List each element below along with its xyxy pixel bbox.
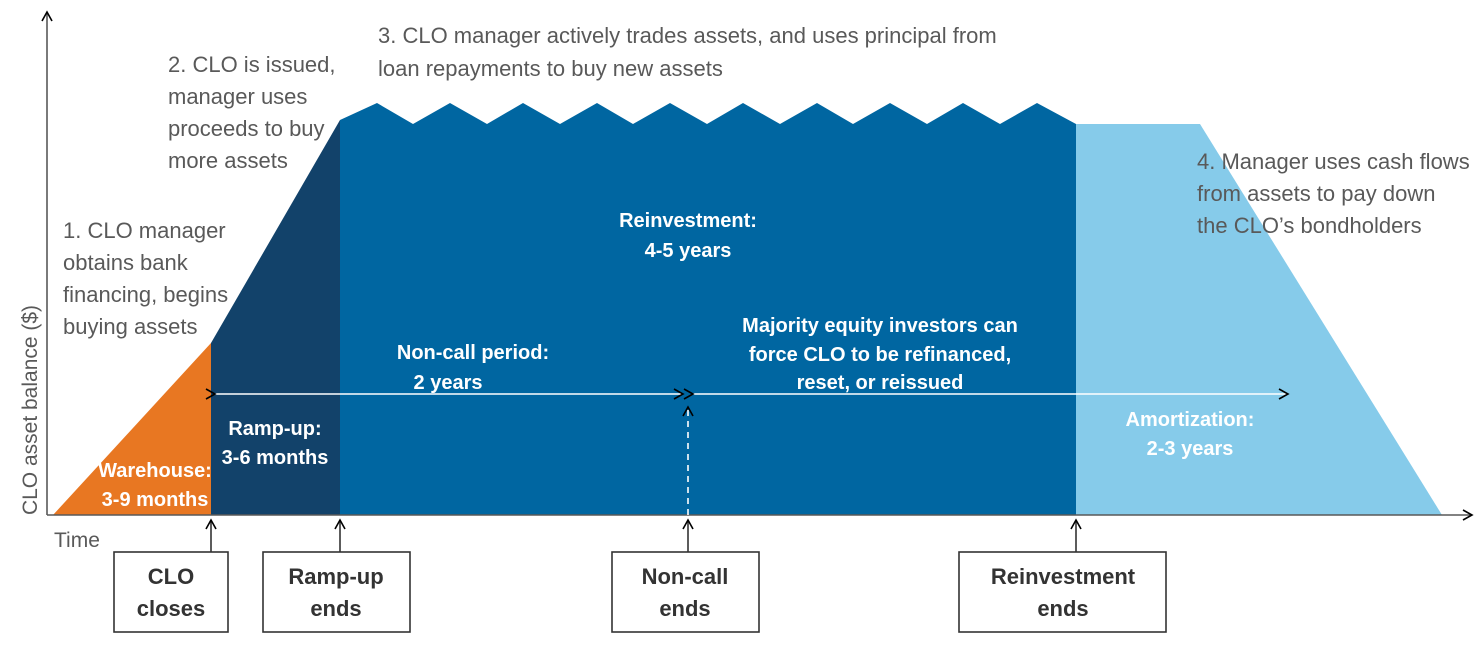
svg-text:Warehouse:: Warehouse:: [98, 460, 212, 482]
svg-text:2 years: 2 years: [414, 372, 483, 394]
svg-text:loan repayments to buy new ass: loan repayments to buy new assets: [378, 56, 723, 81]
svg-text:obtains bank: obtains bank: [63, 250, 189, 275]
warehouse-label: Warehouse: 3-9 months: [98, 460, 212, 511]
svg-text:financing, begins: financing, begins: [63, 282, 228, 307]
svg-text:4. Manager uses cash flows: 4. Manager uses cash flows: [1197, 149, 1470, 174]
svg-text:more assets: more assets: [168, 148, 288, 173]
svg-text:Non-call period:: Non-call period:: [397, 342, 549, 364]
svg-text:Amortization:: Amortization:: [1126, 409, 1255, 431]
svg-text:proceeds to buy: proceeds to buy: [168, 116, 325, 141]
svg-text:ends: ends: [1037, 596, 1088, 621]
svg-text:the CLO’s bondholders: the CLO’s bondholders: [1197, 213, 1422, 238]
svg-text:force CLO to be refinanced,: force CLO to be refinanced,: [749, 344, 1011, 366]
svg-text:1. CLO manager: 1. CLO manager: [63, 218, 226, 243]
svg-text:from assets to pay down: from assets to pay down: [1197, 181, 1435, 206]
svg-text:3. CLO manager actively trades: 3. CLO manager actively trades assets, a…: [378, 23, 997, 48]
ramp-up-phase-shape: [211, 120, 340, 515]
svg-text:ends: ends: [659, 596, 710, 621]
svg-text:reset, or reissued: reset, or reissued: [797, 372, 964, 394]
svg-text:Reinvestment: Reinvestment: [991, 564, 1136, 589]
amortization-phase-shape: [1076, 124, 1442, 515]
svg-text:manager uses: manager uses: [168, 84, 307, 109]
warehouse-phase-shape: [53, 343, 211, 515]
x-axis-label: Time: [54, 529, 100, 552]
svg-text:CLO: CLO: [148, 564, 194, 589]
milestone-ramp-up-ends: Ramp-up ends: [262, 551, 411, 633]
svg-text:Reinvestment:: Reinvestment:: [619, 210, 757, 232]
svg-text:closes: closes: [137, 596, 206, 621]
svg-text:Majority equity investors can: Majority equity investors can: [742, 315, 1018, 337]
milestone-clo-closes: CLO closes: [113, 551, 229, 633]
svg-text:4-5 years: 4-5 years: [645, 240, 732, 262]
reinvestment-phase-shape: [340, 103, 1076, 515]
svg-text:Ramp-up:: Ramp-up:: [228, 418, 321, 440]
svg-text:3-6 months: 3-6 months: [222, 447, 329, 469]
axes: [41, 10, 1474, 521]
svg-text:2. CLO is issued,: 2. CLO is issued,: [168, 52, 336, 77]
svg-text:2-3 years: 2-3 years: [1147, 438, 1234, 460]
step-3-annotation: 3. CLO manager actively trades assets, a…: [378, 23, 997, 81]
milestone-non-call-ends: Non-call ends: [611, 551, 760, 633]
step-1-annotation: 1. CLO manager obtains bank financing, b…: [63, 218, 228, 339]
svg-text:ends: ends: [310, 596, 361, 621]
svg-text:3-9 months: 3-9 months: [102, 489, 209, 511]
svg-text:buying assets: buying assets: [63, 314, 198, 339]
milestone-reinvestment-ends: Reinvestment ends: [958, 551, 1167, 633]
step-2-annotation: 2. CLO is issued, manager uses proceeds …: [168, 52, 336, 173]
step-4-annotation: 4. Manager uses cash flows from assets t…: [1197, 149, 1470, 238]
amortization-label: Amortization: 2-3 years: [1126, 409, 1255, 460]
svg-text:Non-call: Non-call: [642, 564, 729, 589]
svg-text:Ramp-up: Ramp-up: [288, 564, 383, 589]
reinvestment-label: Reinvestment: 4-5 years: [619, 210, 757, 262]
ramp-up-label: Ramp-up: 3-6 months: [222, 418, 329, 469]
y-axis-label: CLO asset balance ($): [19, 305, 42, 515]
